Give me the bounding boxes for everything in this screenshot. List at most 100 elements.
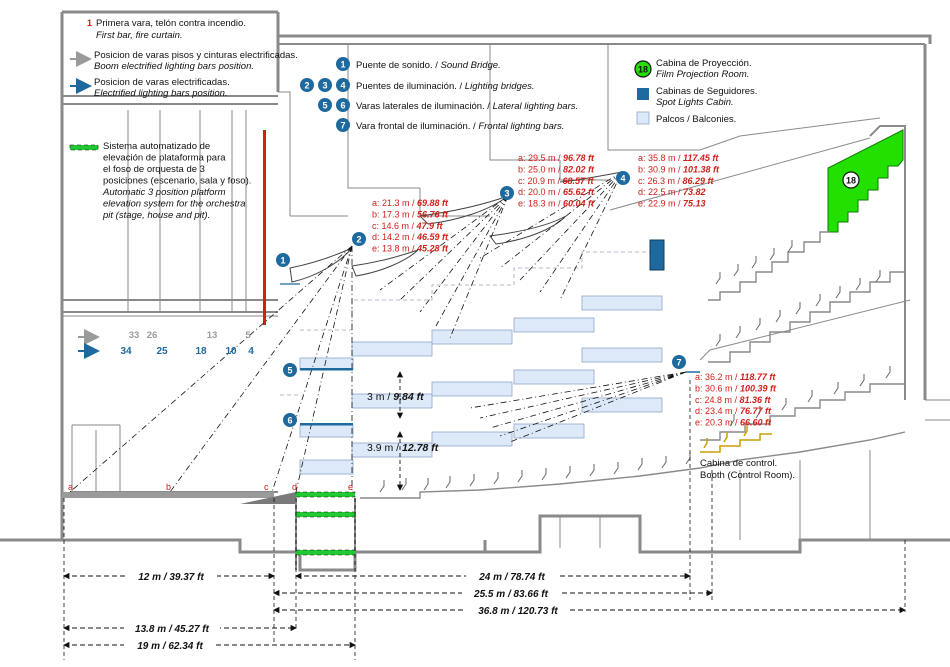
svg-text:4: 4 [248,346,254,357]
svg-text:a: a [68,482,73,492]
svg-text:36.8 m / 120.73 ft: 36.8 m / 120.73 ft [478,606,558,617]
badge-1-marker: 1 [276,253,290,267]
badge-7-icon: 7 [336,118,350,132]
bar-7-distances: a: 36.2 m / 118.77 ftb: 30.6 m / 100.39 … [695,372,777,428]
orchestra-pit-line: posiciones (escenario, sala y foso). [103,176,251,187]
svg-text:2: 2 [356,235,361,245]
distance-line: b: 17.3 m / 56.76 ft [372,209,449,219]
fire-curtain-bar [263,130,266,325]
svg-text:Palcos / Balconies.: Palcos / Balconies. [656,114,736,125]
svg-text:25.5 m / 83.66 ft: 25.5 m / 83.66 ft [473,589,549,600]
svg-text:18: 18 [195,346,207,357]
svg-text:1: 1 [280,256,285,266]
distance-line: d: 20.0 m / 65.62 ft [518,187,595,197]
orchestra-pit-line-en: Automatic 3 position platform [102,187,226,198]
legend-right: 18 Cabina de Proyección. Film Projection… [634,58,757,125]
svg-text:6: 6 [340,101,345,111]
svg-text:Posicion de varas electrificad: Posicion de varas electrificadas. [94,77,230,88]
svg-text:Film Projection Room.: Film Projection Room. [656,69,749,80]
badge-3-icon: 3 [318,78,332,92]
svg-text:2: 2 [304,81,309,91]
control-booth-seats [700,426,772,453]
distance-line: b: 30.6 m / 100.39 ft [695,383,777,393]
svg-text:Vara frontal de iluminación. /: Vara frontal de iluminación. / Frontal l… [356,121,564,132]
projection-room-badge: 18 [842,171,860,189]
balcony [299,459,354,475]
stage-points: a b c d e [68,482,353,492]
orchestra-pit-line: el foso de orquesta de 3 [103,164,205,175]
distance-line: e: 13.8 m / 45.28 ft [372,244,449,254]
distance-line: e: 20.3 m / 66.60 ft [695,418,772,428]
distance-line: e: 18.3 m / 60.04 ft [518,199,595,209]
badge-4-icon: 4 [336,78,350,92]
balcony [431,431,513,447]
svg-text:7: 7 [676,358,681,368]
control-booth-label: Cabina de control. [700,458,777,469]
balcony [581,397,663,413]
legend-left: 1 Primera vara, telón contra incendio. F… [69,18,298,221]
rigging-lines [127,110,266,325]
svg-text:d: d [292,482,297,492]
svg-text:Cabina de Proyección.: Cabina de Proyección. [656,58,752,69]
distance-line: d: 14.2 m / 46.59 ft [372,232,449,242]
svg-text:1: 1 [340,60,345,70]
distance-line: c: 26.3 m / 86.29 ft [638,176,715,186]
balcony [299,424,354,438]
orchestra-pit-line: elevación de plataforma para [103,153,226,164]
svg-text:4: 4 [340,81,345,91]
svg-text:3 m / 9.84 ft: 3 m / 9.84 ft [367,391,424,403]
svg-text:10: 10 [225,346,237,357]
svg-text:19 m / 62.34 ft: 19 m / 62.34 ft [137,641,203,652]
distance-line: c: 20.9 m / 68.57 ft [518,176,595,186]
svg-text:13.8 m / 45.27 ft: 13.8 m / 45.27 ft [135,624,210,635]
balcony-outlines [280,251,660,396]
orchestra-pit-line-en: elevation system for the orchestra [103,199,246,210]
balcony [581,347,663,363]
badge-5-marker: 5 [283,363,297,377]
svg-text:Varas laterales de iluminación: Varas laterales de iluminación. / Latera… [356,101,578,112]
dimension-guides [63,380,906,660]
bridge-3-distances: a: 29.5 m / 96.78 ftb: 25.0 m / 82.02 ft… [518,153,595,209]
bridge-4-distances: a: 35.8 m / 117.45 ftb: 30.9 m / 101.38 … [638,153,720,209]
svg-text:3: 3 [322,81,327,91]
legend-center: 1 Puente de sonido. / Sound Bridge. 2 3 … [300,57,578,132]
badge-4-marker: 4 [616,171,630,185]
svg-text:Cabinas de Seguidores.: Cabinas de Seguidores. [656,86,757,97]
svg-text:25: 25 [156,346,168,357]
badge-6-marker: 6 [283,413,297,427]
orchestra-pit-line: Sistema automatizado de [103,141,210,152]
balcony [513,369,595,385]
svg-text:24 m / 78.74 ft: 24 m / 78.74 ft [478,572,545,583]
svg-text:c: c [264,482,269,492]
dimension-labels: 12 m / 39.37 ft 24 m / 78.74 ft 25.5 m /… [124,569,570,652]
sightlines [69,171,687,493]
svg-text:12 m / 39.37 ft: 12 m / 39.37 ft [138,572,204,583]
svg-text:5: 5 [322,101,327,111]
balcony [351,393,433,409]
distance-line: a: 36.2 m / 118.77 ft [695,372,776,382]
svg-text:First bar, fire curtain.: First bar, fire curtain. [96,30,183,41]
badge-7-marker: 7 [672,355,686,369]
svg-text:3.9 m / 12.78 ft: 3.9 m / 12.78 ft [367,442,439,454]
height-markers: 3 m / 9.84 ft 3.9 m / 12.78 ft [367,371,439,491]
svg-text:e: e [348,482,353,492]
projection-room [827,129,904,233]
svg-text:13: 13 [207,330,218,341]
svg-text:b: b [166,482,171,492]
svg-text:Puente de sonido. / Sound Brid: Puente de sonido. / Sound Bridge. [356,60,501,71]
bridge-2-distances: a: 21.3 m / 69.88 ftb: 17.3 m / 56.76 ft… [372,198,449,254]
balcony [513,423,585,439]
svg-text:Boom electrified lighting bars: Boom electrified lighting bars position. [94,61,254,72]
svg-text:7: 7 [340,121,345,131]
svg-text:4: 4 [620,174,625,184]
svg-text:Puentes de iluminación. / Ligh: Puentes de iluminación. / Lighting bridg… [356,81,535,92]
platform-swatch-icon [69,144,99,151]
badge-3-marker: 3 [500,186,514,200]
balcony [351,341,433,357]
distance-line: d: 22.5 m / 73.82 [638,187,706,197]
svg-text:1: 1 [87,18,92,28]
distance-line: d: 23.4 m / 76.77 ft [695,406,772,416]
